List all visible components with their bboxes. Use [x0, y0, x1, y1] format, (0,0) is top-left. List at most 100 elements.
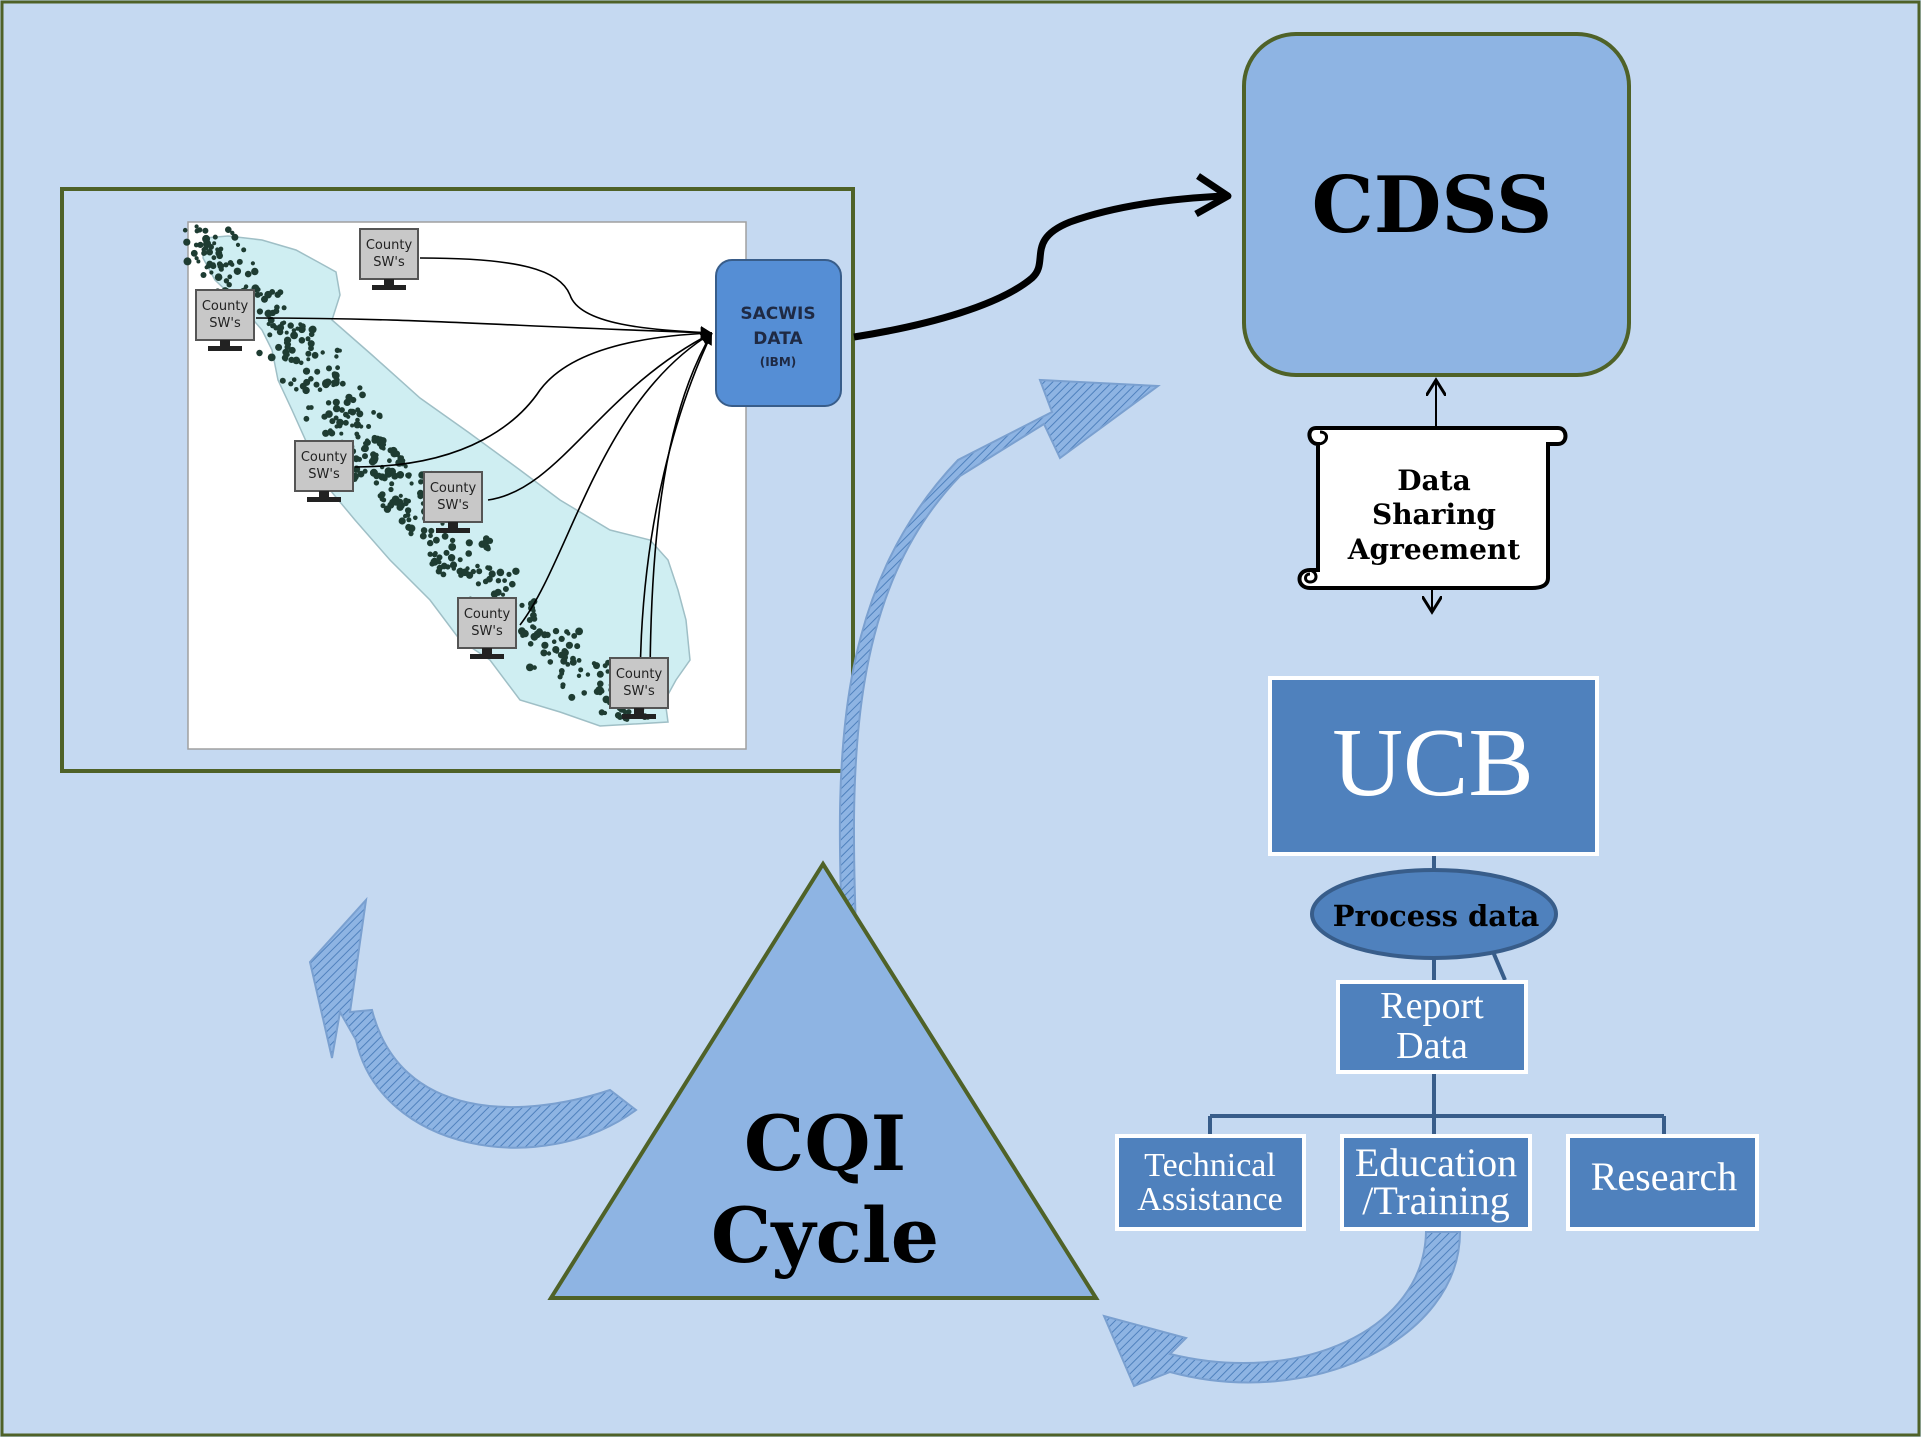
map-dot — [251, 267, 259, 276]
map-dot — [449, 537, 456, 544]
map-dot — [593, 662, 600, 670]
map-dot — [428, 527, 435, 534]
agreement-line2: Sharing — [1372, 498, 1496, 531]
map-dot — [303, 415, 310, 422]
map-dot — [407, 524, 416, 533]
map-dot — [552, 627, 560, 635]
map-dot — [436, 564, 443, 572]
map-dot — [536, 628, 543, 636]
map-dot — [243, 284, 249, 289]
map-dot — [277, 289, 284, 296]
map-dot — [408, 531, 414, 537]
sacwis-data-box: SACWIS DATA (IBM) — [715, 259, 842, 407]
sacwis-to-cdss-arrow — [853, 192, 1227, 341]
map-dot — [218, 246, 224, 252]
map-dot — [379, 491, 386, 498]
map-dot — [359, 424, 364, 429]
map-dot — [200, 272, 207, 278]
map-dot — [531, 616, 538, 622]
map-dot — [558, 635, 565, 643]
map-dot — [282, 348, 290, 356]
cycle-arrow-from-education — [1102, 1231, 1462, 1388]
map-dot — [420, 527, 428, 534]
map-dot — [433, 551, 438, 556]
map-dot — [281, 305, 287, 311]
map-dot — [457, 567, 464, 573]
map-dot — [227, 260, 234, 266]
map-dot — [223, 278, 230, 284]
research-label: Research — [1591, 1154, 1738, 1199]
map-dot — [406, 517, 412, 523]
map-dot — [212, 241, 217, 246]
map-dot — [329, 418, 336, 425]
map-dot — [544, 631, 551, 639]
map-dot — [371, 434, 378, 441]
map-dot — [519, 602, 525, 608]
map-dot — [526, 617, 533, 623]
map-dot — [320, 350, 325, 355]
map-dot — [183, 257, 192, 266]
county-label-line1: County — [464, 607, 511, 622]
map-dot — [223, 262, 229, 268]
map-dot — [267, 353, 276, 362]
technical-line1: Technical — [1144, 1147, 1276, 1184]
report-line1: Report — [1380, 985, 1484, 1027]
map-dot — [306, 357, 311, 362]
map-dot — [388, 486, 394, 493]
map-dot — [261, 297, 268, 303]
map-dot — [512, 567, 520, 575]
map-dot — [271, 323, 276, 328]
map-dot — [357, 385, 363, 391]
map-dot — [291, 328, 297, 333]
map-dot — [284, 330, 289, 335]
map-dot — [570, 655, 576, 662]
map-dot — [393, 450, 401, 457]
education-line1: Education — [1355, 1140, 1517, 1185]
map-dot — [418, 479, 424, 485]
map-dot — [574, 643, 581, 650]
map-dot — [314, 368, 321, 375]
technical-assistance-box: Technical Assistance — [1115, 1134, 1306, 1231]
map-dot — [202, 234, 211, 243]
map-dot — [387, 469, 392, 475]
map-dot — [451, 566, 456, 571]
county-label-line1: County — [366, 238, 413, 253]
map-dot — [346, 414, 351, 419]
map-dot — [366, 424, 372, 429]
ucb-box: UCB — [1268, 676, 1599, 856]
map-dot — [194, 228, 200, 234]
map-dot — [202, 227, 209, 234]
county-label-line1: County — [616, 667, 663, 682]
education-line2: /Training — [1362, 1178, 1509, 1223]
map-dot — [202, 245, 209, 251]
map-dot — [448, 543, 457, 551]
map-dot — [250, 261, 255, 266]
map-dot — [211, 255, 217, 261]
map-dot — [236, 258, 243, 265]
map-dot — [526, 663, 534, 672]
map-dot — [531, 608, 536, 613]
cdss-label: CDSS — [1312, 160, 1553, 251]
map-dot — [376, 472, 382, 479]
map-dot — [326, 365, 332, 372]
map-dot — [428, 533, 433, 539]
map-dot — [305, 350, 312, 357]
map-dot — [560, 682, 566, 688]
map-dot — [405, 512, 411, 518]
map-dot — [387, 458, 392, 464]
ucb-label: UCB — [1332, 709, 1534, 817]
map-dot — [443, 549, 450, 556]
map-dot — [307, 340, 315, 348]
sacwis-line3: (IBM) — [760, 355, 797, 369]
research-box: Research — [1566, 1134, 1759, 1231]
map-dot — [546, 651, 552, 656]
map-dot — [371, 410, 376, 415]
map-dot — [352, 455, 360, 463]
map-dot — [419, 532, 427, 540]
map-dot — [485, 565, 490, 571]
map-panel: CountySW'sCountySW'sCountySW'sCountySW's… — [60, 187, 855, 773]
map-dot — [578, 667, 584, 673]
